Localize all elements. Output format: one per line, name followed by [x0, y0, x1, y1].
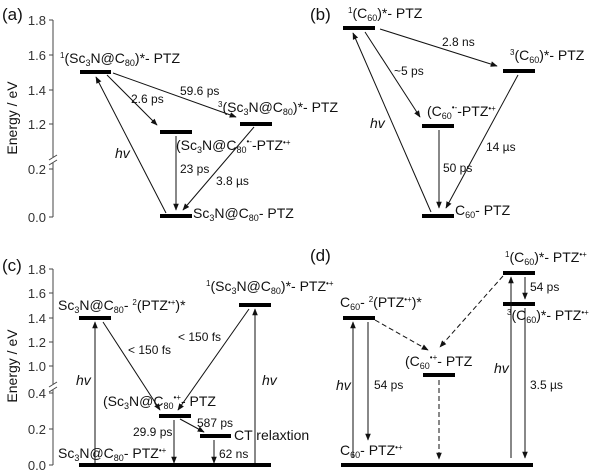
level-label-ground: C60- PTZ	[455, 202, 511, 220]
tick-label: 1.4	[28, 311, 46, 326]
level-label-ptz-excited: Sc3N@C80- 2(PTZ•+)*	[58, 297, 186, 315]
transition-label: hv	[115, 145, 131, 161]
y-axis-title: Energy / eV	[4, 329, 20, 403]
tick-label: 1.8	[28, 262, 46, 277]
tick-label: 0.2	[28, 162, 46, 177]
transition-label: < 150 fs	[178, 330, 221, 344]
transition-label: 3.5 µs	[530, 378, 563, 392]
arrow-5ps	[364, 31, 421, 118]
transition-label: 62 ns	[219, 447, 248, 461]
arrow-dashed-left	[374, 319, 429, 351]
arrow-hv	[95, 76, 167, 214]
arrow-59-6ps	[112, 72, 237, 118]
transition-label: 29.9 ps	[133, 425, 172, 439]
arrow-14us	[445, 74, 519, 209]
transition-label: hv	[370, 115, 386, 131]
panel-a-label: (a)	[2, 5, 23, 24]
transition-label: hv	[262, 372, 278, 388]
level-label-triplet: 3(C60)*- PTZ	[510, 47, 585, 65]
transition-label: 3.8 µs	[216, 174, 249, 188]
transition-label: 50 ps	[443, 161, 472, 175]
tick-label: 1.0	[28, 359, 46, 374]
level-label-radical-pair: (C60•--PTZ•+	[427, 103, 496, 121]
arrow-3-8us	[182, 126, 255, 211]
transition-label: 587 ps	[197, 416, 233, 430]
transition-label: ~5 ps	[394, 64, 424, 78]
level-label-ct-relaxation: CT relaxtion	[234, 427, 309, 443]
panel-d-label: (d)	[310, 246, 331, 265]
panel-d: (d) C60- 2(PTZ•+)* (C60•+- PTZ 1(C60)*- …	[310, 246, 589, 467]
tick-label: 1.6	[28, 286, 46, 301]
y-axis-title: Energy / eV	[4, 81, 20, 155]
arrow-150fs-left	[102, 321, 161, 411]
transition-label: hv	[494, 360, 510, 376]
level-label-singlet: 1(C60)*- PTZ	[348, 5, 423, 23]
arrow-150fs-right	[177, 308, 250, 411]
tick-label: 1.2	[28, 117, 46, 132]
level-label-ground: Sc3N@C80- PTZ	[193, 205, 294, 223]
tick-label: 1.6	[28, 48, 46, 63]
tick-label: 0.2	[28, 422, 46, 437]
panel-b: (b) 1(C60)*- PTZ 3(C60)*- PTZ (C60•--PTZ…	[310, 5, 585, 220]
panel-c: (c) 1.8 1.6 1.4 1.2 1.0 0.4 0.2 0.0 Ener…	[2, 256, 334, 472]
transition-label: 23 ps	[180, 162, 209, 176]
transition-label: 2.8 ns	[442, 35, 475, 49]
arrow-2-8ns	[379, 28, 498, 67]
tick-label: 1.2	[28, 335, 46, 350]
level-label-cation: (Sc3N@C80•+- PTZ	[103, 393, 216, 411]
level-label-ground: C60- PTZ•+	[340, 442, 403, 460]
tick-label: 0.0	[28, 458, 46, 472]
transition-label: hv	[336, 377, 352, 393]
arrow-dashed-right	[439, 275, 504, 348]
tick-label: 1.4	[28, 83, 46, 98]
level-label-ground: Sc3N@C80- PTZ•+	[58, 445, 167, 463]
tick-label: 0.4	[28, 386, 46, 401]
transition-label: 54 ps	[530, 280, 559, 294]
level-label-ptz-excited: C60- 2(PTZ•+)*	[340, 294, 422, 312]
level-label-triplet: 3(Sc3N@C80)*- PTZ	[218, 99, 338, 117]
arrow-hv	[352, 32, 432, 213]
panel-a: (a) 1.8 1.6 1.4 1.2 0.2 0.0 Energy / eV …	[2, 5, 338, 225]
transition-label: < 150 fs	[128, 343, 171, 357]
transition-label: 54 ps	[374, 378, 403, 392]
transition-label: 59.6 ps	[180, 84, 219, 98]
arrow-2-6ps	[106, 74, 158, 126]
level-label-singlet: 1(Sc3N@C80)*- PTZ	[60, 50, 180, 68]
axis-break-c	[48, 381, 58, 393]
level-label-cation: (C60•+- PTZ	[405, 353, 473, 371]
level-label-triplet: 3(C60)*- PTZ•+	[507, 307, 589, 325]
tick-label: 1.8	[28, 13, 46, 28]
transition-label: 2.6 ps	[131, 92, 164, 106]
transition-label: hv	[76, 372, 92, 388]
level-label-radical-pair: (Sc3N@C80•--PTZ•+	[176, 137, 291, 155]
level-label-singlet: 1(Sc3N@C80)*- PTZ•+	[206, 278, 334, 296]
transition-label: 14 µs	[486, 140, 516, 154]
panel-b-label: (b)	[310, 5, 331, 24]
axis-break-a	[48, 154, 58, 166]
level-label-singlet: 1(C60)*- PTZ•+	[505, 249, 587, 267]
panel-c-label: (c)	[2, 256, 22, 275]
tick-label: 0.0	[28, 210, 46, 225]
arrow-587ps	[179, 418, 205, 433]
